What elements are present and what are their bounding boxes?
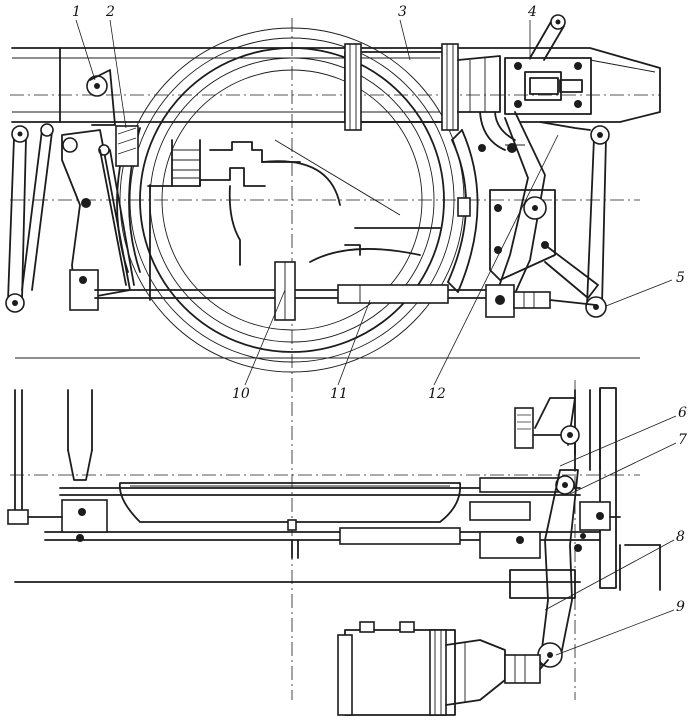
svg-text:12: 12 (428, 386, 446, 402)
callout-5: 5 (605, 270, 685, 307)
plan-view-lever (509, 469, 579, 668)
svg-text:1: 1 (72, 4, 81, 20)
vertical-lever-right (478, 111, 599, 301)
callout-12: 12 (428, 134, 559, 402)
callout-10: 10 (232, 289, 286, 402)
callout-2: 2 (105, 4, 127, 129)
callouts: 1 2 3 4 5 6 7 8 (72, 4, 687, 656)
brake-shoe-left (115, 125, 141, 273)
callout-4: 4 (527, 4, 537, 60)
svg-text:11: 11 (330, 386, 348, 402)
callout-7: 7 (569, 432, 687, 495)
svg-text:10: 10 (232, 386, 250, 402)
svg-text:7: 7 (678, 432, 687, 448)
svg-text:4: 4 (527, 4, 537, 20)
plan-view-frame (14, 387, 661, 591)
callout-9: 9 (555, 599, 685, 656)
vertical-lever-left (61, 69, 135, 311)
plan-view-slack-adjuster (469, 397, 582, 559)
svg-text:9: 9 (676, 599, 685, 615)
callout-8: 8 (544, 529, 685, 611)
callout-6: 6 (559, 405, 687, 467)
suspension-link-left (5, 123, 54, 313)
callout-11: 11 (330, 299, 371, 402)
suspension-link-right (539, 121, 610, 318)
svg-text:8: 8 (676, 529, 685, 545)
brake-cylinder-bottom (337, 621, 549, 716)
brake-shoe-right (447, 129, 479, 293)
brake-cylinder-top (344, 43, 516, 151)
axle-box (147, 139, 441, 301)
svg-text:3: 3 (398, 4, 407, 20)
svg-text:2: 2 (105, 4, 115, 20)
slack-adjuster-bracket (504, 14, 592, 115)
svg-text:5: 5 (676, 270, 685, 286)
svg-text:6: 6 (678, 405, 687, 421)
callout-1: 1 (72, 4, 96, 81)
frame-longitudinal-beam (11, 47, 661, 123)
callout-3: 3 (398, 4, 411, 61)
